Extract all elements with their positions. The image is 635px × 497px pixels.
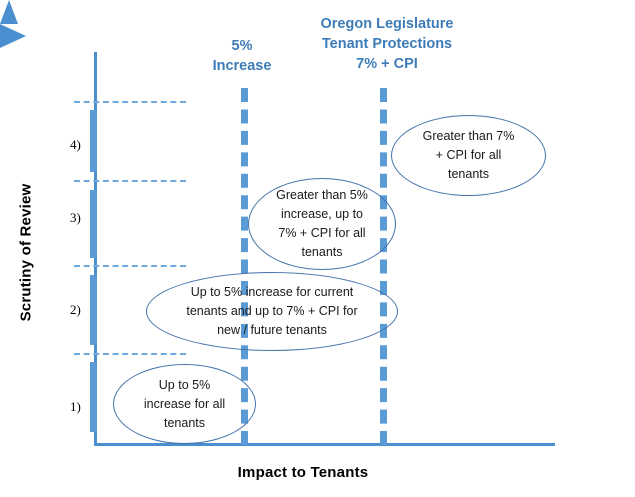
- y-axis-arrowhead-icon: [0, 0, 18, 24]
- tier-label-4: 4): [70, 137, 81, 152]
- tier-bar-1: [90, 362, 97, 432]
- tier2-callout: Up to 5% increase for current tenants an…: [146, 272, 398, 351]
- tier-label-2: 2): [70, 302, 81, 317]
- tier4-callout: Greater than 7% + CPI for all tenants: [391, 115, 546, 196]
- tier-label-1: 1): [70, 399, 81, 414]
- tier3-callout: Greater than 5% increase, up to 7% + CPI…: [248, 178, 396, 270]
- tier-separator-2: [74, 265, 186, 267]
- x-axis-arrowhead-icon: [0, 24, 26, 48]
- threshold-heading-five-percent: 5% Increase: [212, 38, 272, 74]
- tier-bar-3: [90, 190, 97, 258]
- threshold-heading-seven-percent-cpi: Oregon Legislature Tenant Protections 7%…: [320, 16, 454, 72]
- tier4-callout-text: Greater than 7% + CPI for all tenants: [422, 129, 515, 181]
- y-axis-title: Scrutiny of Review: [17, 183, 35, 322]
- tier-bar-2: [90, 275, 97, 345]
- tier-bar-4: [90, 110, 97, 172]
- x-axis-line: [94, 443, 555, 446]
- tier3-callout-text: Greater than 5% increase, up to 7% + CPI…: [276, 188, 368, 259]
- tier1-callout: Up to 5% increase for all tenants: [113, 364, 256, 444]
- tier-label-3: 3): [70, 210, 81, 225]
- tier2-callout-text: Up to 5% increase for current tenants an…: [186, 285, 358, 337]
- threshold-line-seven-percent-cpi: [380, 88, 387, 445]
- tier-separator-4: [74, 101, 186, 103]
- tier-separator-3: [74, 180, 186, 182]
- tier1-callout-text: Up to 5% increase for all tenants: [143, 377, 226, 430]
- x-axis-title: Impact to Tenants: [237, 464, 369, 481]
- threshold-line-five-percent: [241, 88, 248, 445]
- tier-separator-1: [74, 353, 186, 355]
